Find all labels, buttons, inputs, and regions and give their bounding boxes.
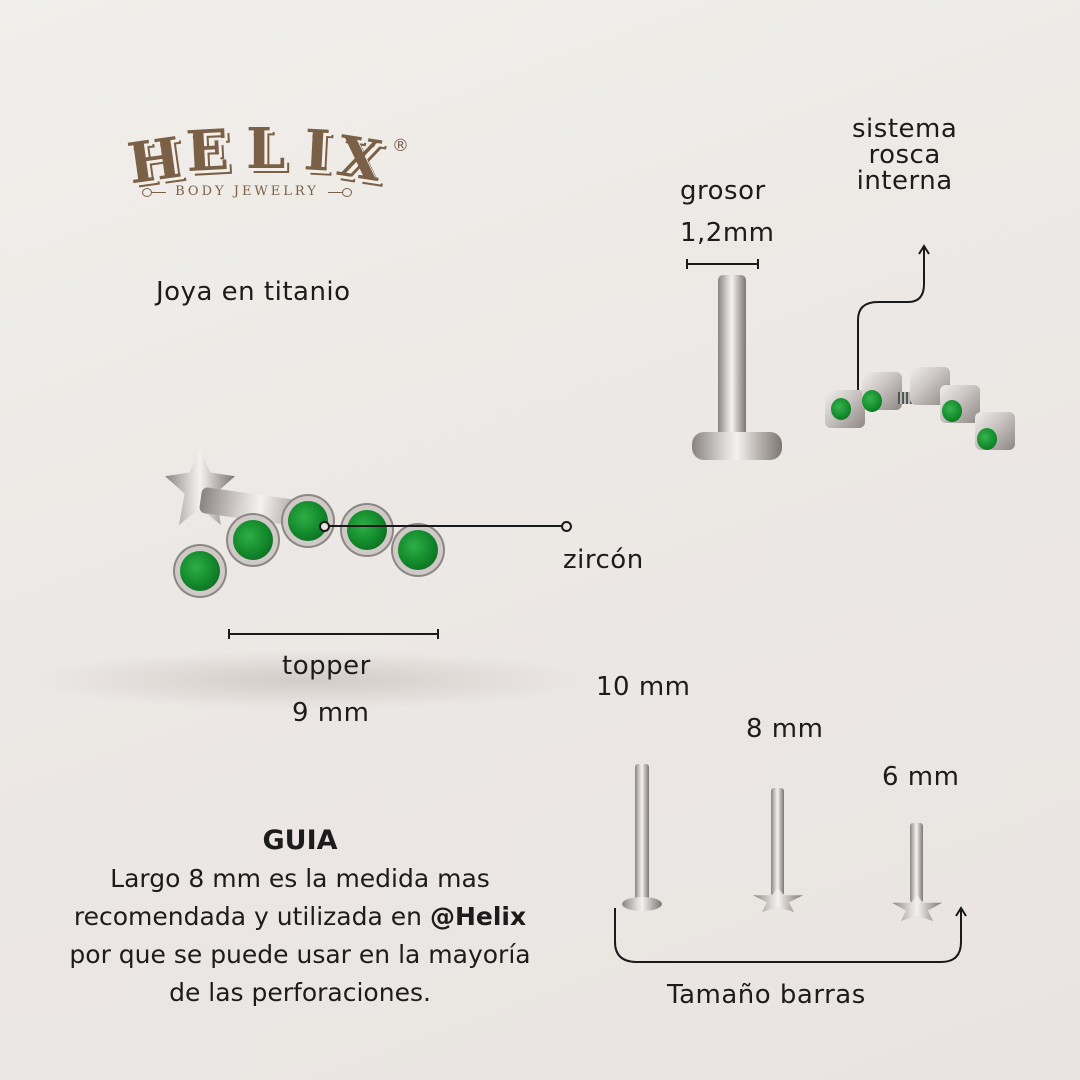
zircon-stone — [831, 398, 851, 420]
zircon-stone — [233, 520, 273, 560]
zircon-label: zircón — [563, 545, 644, 575]
bar-disc-base — [622, 897, 662, 911]
post-shaft — [718, 275, 746, 445]
thread-label-line: rosca — [868, 140, 941, 170]
bar-shaft — [635, 764, 649, 904]
post-base — [692, 432, 782, 460]
topper-size: 9 mm — [292, 698, 370, 728]
brand-handle-link[interactable]: @Helix — [429, 902, 527, 931]
zircon-pointer-line — [323, 525, 567, 527]
bar-sizes-caption: Tamaño barras — [667, 980, 866, 1010]
registered-mark: ® — [392, 136, 409, 156]
guide-line: Largo 8 mm es la medida mas — [110, 864, 490, 893]
topper-label: topper — [282, 651, 371, 681]
logo-letter: L — [246, 116, 286, 182]
pointer-dot — [561, 521, 572, 532]
thread-label-line: sistema — [852, 114, 958, 144]
zircon-stone — [977, 428, 997, 450]
thickness-value: 1,2mm — [680, 218, 775, 248]
bar-sizes-bracket-arrow-icon — [614, 906, 967, 963]
product-shadow — [30, 650, 590, 710]
logo-wordmark: H E L I X — [124, 116, 398, 197]
bar-shaft — [910, 823, 923, 903]
bar-shaft — [771, 788, 784, 896]
bar-size-label: 10 mm — [596, 672, 691, 702]
guide-line: por que se puede usar en la mayoría — [69, 940, 531, 969]
logo-letter: I — [302, 117, 332, 185]
zircon-stone — [942, 400, 962, 422]
bar-size-label: 6 mm — [882, 762, 960, 792]
material-label: Joya en titanio — [156, 277, 351, 307]
thickness-label: grosor — [680, 176, 766, 206]
guide-line: de las perforaciones. — [169, 978, 431, 1007]
thickness-dimension-line — [686, 259, 759, 269]
logo-letter: E — [184, 116, 231, 186]
guide-text: recomendada y utilizada en — [73, 902, 430, 931]
topper-dimension-line — [228, 629, 439, 639]
key-icon — [326, 187, 353, 197]
logo-tagline: BODY JEWELRY — [175, 184, 319, 199]
zircon-stone — [398, 530, 438, 570]
zircon-stone — [862, 390, 882, 412]
guide-block: GUIA Largo 8 mm es la medida mas recomen… — [40, 822, 560, 1012]
logo-tagline-row: BODY JEWELRY — [142, 184, 353, 199]
thread-label: sistema rosca interna — [852, 116, 957, 194]
bar-size-label: 8 mm — [746, 714, 824, 744]
zircon-stone — [180, 551, 220, 591]
key-icon — [142, 187, 168, 197]
zircon-stone — [347, 510, 387, 550]
pointer-dot — [319, 521, 330, 532]
guide-title: GUIA — [262, 825, 338, 856]
thread-pointer-arrow-icon — [857, 244, 930, 400]
thread-label-line: interna — [856, 166, 953, 196]
guide-line: recomendada y utilizada en @Helix — [40, 898, 560, 936]
